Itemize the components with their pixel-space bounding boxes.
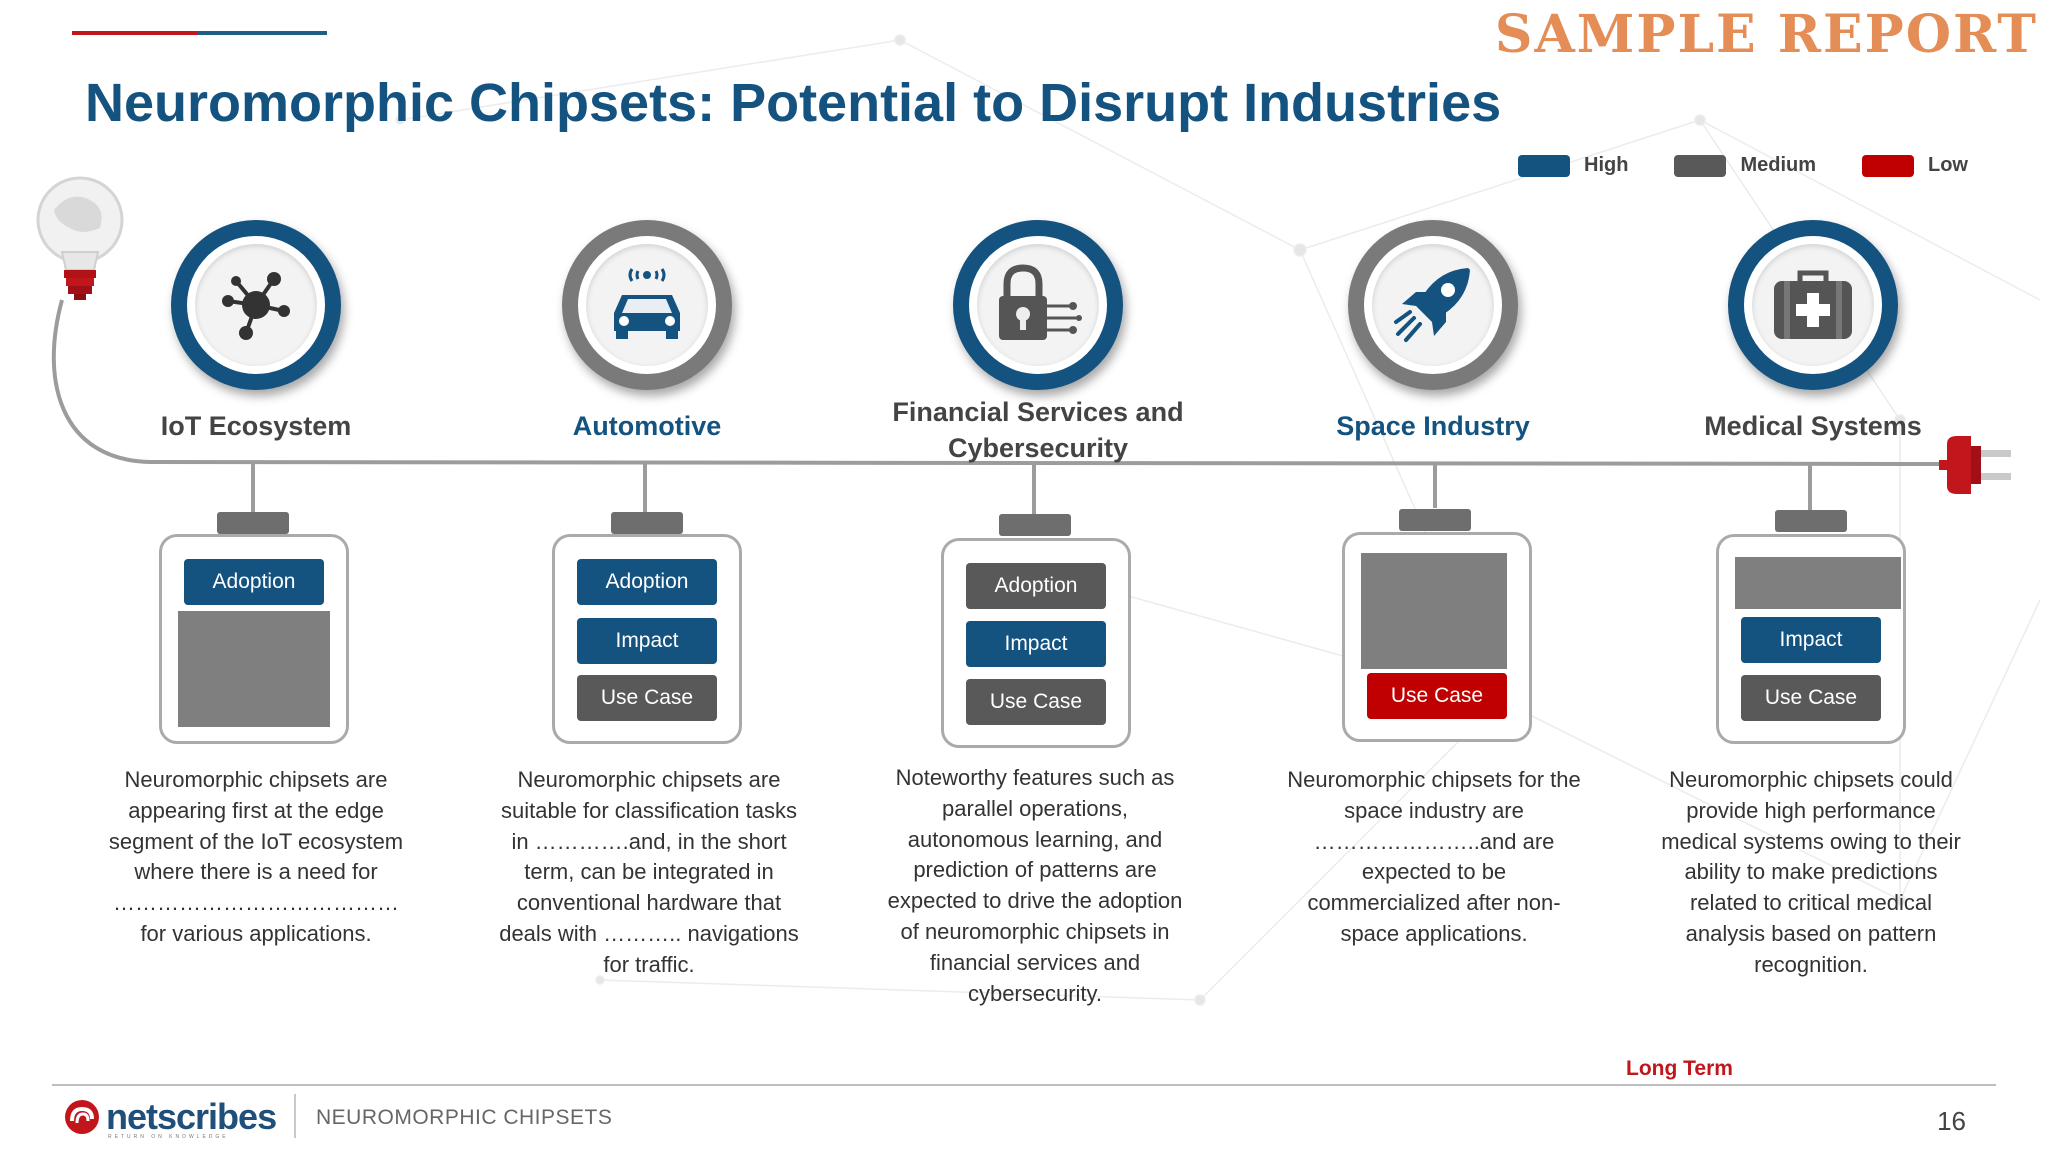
icon-ring-automotive xyxy=(562,220,732,390)
network-icon xyxy=(222,272,290,340)
industry-label-medical: Medical Systems xyxy=(1704,411,1922,441)
netscribes-logo: netscribes RETURN ON KNOWLEDGE xyxy=(64,1096,277,1140)
legend-swatch-medium xyxy=(1674,154,1727,177)
footer-separator xyxy=(294,1094,296,1138)
battery-cap-automotive xyxy=(611,512,683,534)
industry-label-automotive: Automotive xyxy=(572,411,722,441)
battery-financial: Adoption Impact Use Case xyxy=(941,538,1131,748)
industry-column-automotive: Automotive xyxy=(467,220,827,480)
use-case-badge-financial: Use Case xyxy=(966,679,1106,725)
description-financial: Noteworthy features such as parallel ope… xyxy=(887,765,1183,1006)
page-title: Neuromorphic Chipsets: Potential to Disr… xyxy=(85,73,1502,133)
legend-swatch-high xyxy=(1518,154,1570,177)
battery-cap-space xyxy=(1399,509,1471,531)
footer-section-title: NEUROMORPHIC CHIPSETS xyxy=(316,1106,613,1129)
battery-cap-medical xyxy=(1775,510,1847,532)
description-medical: Neuromorphic chipsets could provide high… xyxy=(1661,767,1961,977)
logo-tagline: RETURN ON KNOWLEDGE xyxy=(108,1134,229,1140)
footer-divider xyxy=(52,1084,1996,1086)
connected-car-icon xyxy=(614,268,680,339)
adoption-badge-financial: Adoption xyxy=(966,563,1106,609)
industry-column-iot: IoT Ecosystem xyxy=(76,220,436,480)
empty-level-iot xyxy=(178,611,330,727)
battery-iot: Adoption xyxy=(159,534,349,744)
impact-badge-medical: Impact xyxy=(1741,617,1881,663)
legend-label-medium: Medium xyxy=(1740,154,1816,176)
industry-label-iot: IoT Ecosystem xyxy=(160,411,352,441)
adoption-badge-automotive: Adoption xyxy=(577,559,717,605)
page-number: 16 xyxy=(1937,1106,1966,1136)
legend-item-medium: Medium xyxy=(1674,154,1816,177)
rocket-icon xyxy=(1394,268,1470,342)
use-case-badge-space: Use Case xyxy=(1367,673,1507,719)
timeline-end-label: Long Term xyxy=(1626,1057,1733,1080)
battery-automotive: Adoption Impact Use Case xyxy=(552,534,742,744)
logo-wordmark: netscribes xyxy=(106,1096,277,1137)
netscribes-logo-icon xyxy=(65,1100,99,1134)
battery-space: Use Case xyxy=(1342,532,1532,742)
industry-column-medical: Medical Systems xyxy=(1633,220,1993,480)
battery-medical: Impact Use Case xyxy=(1716,534,1906,744)
padlock-circuit-icon xyxy=(999,264,1082,340)
description-iot: Neuromorphic chipsets are appearing firs… xyxy=(108,767,404,946)
legend-label-high: High xyxy=(1584,154,1629,176)
sample-report-stamp: SAMPLE REPORT xyxy=(1494,4,2038,65)
impact-badge-automotive: Impact xyxy=(577,618,717,664)
impact-badge-financial: Impact xyxy=(966,621,1106,667)
use-case-badge-medical: Use Case xyxy=(1741,675,1881,721)
empty-level-medical xyxy=(1735,557,1901,609)
icon-ring-space xyxy=(1348,220,1518,390)
empty-level-space xyxy=(1361,553,1507,669)
light-bulb-icon xyxy=(36,176,124,300)
industry-column-space: Space Industry xyxy=(1253,220,1613,480)
battery-cap-financial xyxy=(999,514,1071,536)
icon-ring-financial xyxy=(953,220,1123,390)
industry-column-financial: Financial Services and Cybersecurity xyxy=(858,220,1218,466)
description-space: Neuromorphic chipsets for the space indu… xyxy=(1287,767,1581,946)
icon-ring-iot xyxy=(171,220,341,390)
battery-cap-iot xyxy=(217,512,289,534)
industry-label-space: Space Industry xyxy=(1336,411,1530,441)
description-automotive: Neuromorphic chipsets are suitable for c… xyxy=(499,767,799,977)
legend-item-high: High xyxy=(1518,154,1628,177)
industry-label-financial: Financial Services and Cybersecurity xyxy=(892,397,1184,463)
header-accent-red xyxy=(72,31,197,35)
legend-item-low: Low xyxy=(1862,154,1968,177)
icon-ring-medical xyxy=(1728,220,1898,390)
power-plug-icon xyxy=(1939,436,2011,494)
legend: High Medium Low xyxy=(1490,154,1968,177)
medical-kit-icon xyxy=(1774,270,1852,339)
legend-label-low: Low xyxy=(1928,154,1968,176)
legend-swatch-low xyxy=(1862,154,1914,177)
header-accent-blue xyxy=(197,31,327,35)
adoption-badge-iot: Adoption xyxy=(184,559,324,605)
use-case-badge-automotive: Use Case xyxy=(577,675,717,721)
